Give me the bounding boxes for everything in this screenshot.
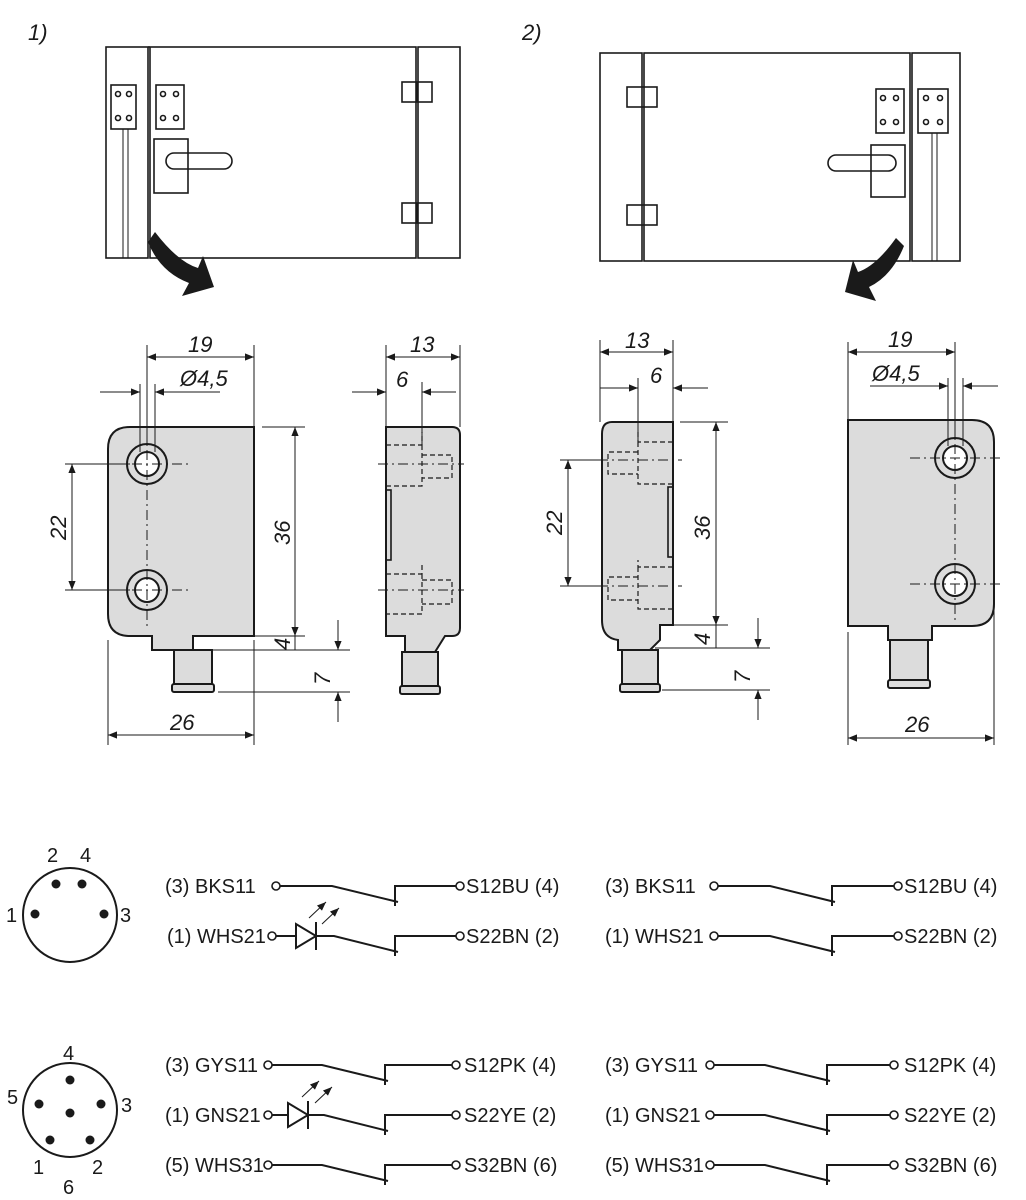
pin4-label-3: 3 bbox=[120, 905, 131, 927]
w6l-left-2: (5) WHS31 bbox=[165, 1155, 264, 1177]
dim-36-right: 36 bbox=[690, 515, 715, 540]
dim-36-left: 36 bbox=[270, 520, 295, 545]
w6l-right-0: S12PK (4) bbox=[464, 1055, 556, 1077]
w4l-right-0: S12BU (4) bbox=[466, 876, 559, 898]
dim-26-left: 26 bbox=[169, 710, 195, 735]
w6r-left-0: (3) GYS11 bbox=[605, 1055, 698, 1077]
pin4-label-4: 4 bbox=[80, 845, 91, 867]
wiring-6pin-left: (3) GYS11 (1) GNS21 (5) WHS31 S12PK (4) … bbox=[165, 1055, 557, 1185]
pin6-label-3: 3 bbox=[121, 1095, 132, 1117]
dim-13-right: 13 bbox=[625, 328, 650, 353]
dim-hole-left: Ø4,5 bbox=[179, 366, 228, 391]
wiring-4pin-right: (3) BKS11 (1) WHS21 S12BU (4) S22BN (2) bbox=[605, 876, 997, 956]
pin6-label-5: 5 bbox=[7, 1087, 18, 1109]
door-view-2 bbox=[599, 52, 961, 301]
pin6-label-1: 1 bbox=[33, 1157, 44, 1179]
pin6-label-2: 2 bbox=[92, 1157, 103, 1179]
view-1-label: 1) bbox=[28, 20, 48, 45]
w4r-right-1: S22BN (2) bbox=[904, 926, 997, 948]
dim-13-left: 13 bbox=[410, 332, 435, 357]
wiring-4pin-left: (3) BKS11 (1) WHS21 S12BU (4) S22BN (2) bbox=[165, 876, 559, 956]
dim-7-left: 7 bbox=[310, 672, 335, 685]
dim-hole-right: Ø4,5 bbox=[871, 361, 920, 386]
dim-4-right: 4 bbox=[690, 633, 715, 645]
w6r-right-0: S12PK (4) bbox=[904, 1055, 996, 1077]
w6r-left-1: (1) GNS21 bbox=[605, 1105, 701, 1127]
sensor-side-left: 13 6 bbox=[352, 332, 464, 695]
door-view-1 bbox=[105, 46, 461, 296]
sensor-front-right: 19 Ø4,5 26 bbox=[847, 327, 1000, 745]
pin6-label-6: 6 bbox=[63, 1177, 74, 1199]
w4r-left-1: (1) WHS21 bbox=[605, 926, 704, 948]
w6l-left-0: (3) GYS11 bbox=[165, 1055, 258, 1077]
w6l-right-1: S22YE (2) bbox=[464, 1105, 556, 1127]
dim-19-left: 19 bbox=[188, 332, 212, 357]
dim-6-left: 6 bbox=[396, 367, 409, 392]
dim-7-right: 7 bbox=[730, 670, 755, 683]
w6r-left-2: (5) WHS31 bbox=[605, 1155, 704, 1177]
w6l-left-1: (1) GNS21 bbox=[165, 1105, 261, 1127]
dim-19-right: 19 bbox=[888, 327, 912, 352]
pin4-label-2: 2 bbox=[47, 845, 58, 867]
w4l-left-0: (3) BKS11 bbox=[165, 876, 256, 898]
connector-4-pin: 1 2 3 4 bbox=[6, 845, 131, 963]
pin6-label-4: 4 bbox=[63, 1043, 74, 1065]
w6r-right-2: S32BN (6) bbox=[904, 1155, 997, 1177]
view-2-label: 2) bbox=[521, 20, 542, 45]
dim-22-right: 22 bbox=[542, 511, 567, 536]
w6l-right-2: S32BN (6) bbox=[464, 1155, 557, 1177]
dim-22-left: 22 bbox=[46, 516, 71, 541]
sensor-side-right: 13 6 22 36 4 7 bbox=[542, 328, 770, 720]
wiring-6pin-right: (3) GYS11 (1) GNS21 (5) WHS31 S12PK (4) … bbox=[605, 1055, 997, 1185]
dim-4-left: 4 bbox=[270, 638, 295, 650]
pin4-label-1: 1 bbox=[6, 905, 17, 927]
sensor-front-left: 19 Ø4,5 26 22 36 4 7 bbox=[46, 332, 350, 745]
w4l-left-1: (1) WHS21 bbox=[167, 926, 266, 948]
dim-6-right: 6 bbox=[650, 363, 663, 388]
w4l-right-1: S22BN (2) bbox=[466, 926, 559, 948]
connector-6-pin: 1 2 3 4 5 6 bbox=[7, 1043, 132, 1199]
dim-26-right: 26 bbox=[904, 712, 930, 737]
w4r-right-0: S12BU (4) bbox=[904, 876, 997, 898]
w6r-right-1: S22YE (2) bbox=[904, 1105, 996, 1127]
w4r-left-0: (3) BKS11 bbox=[605, 876, 696, 898]
